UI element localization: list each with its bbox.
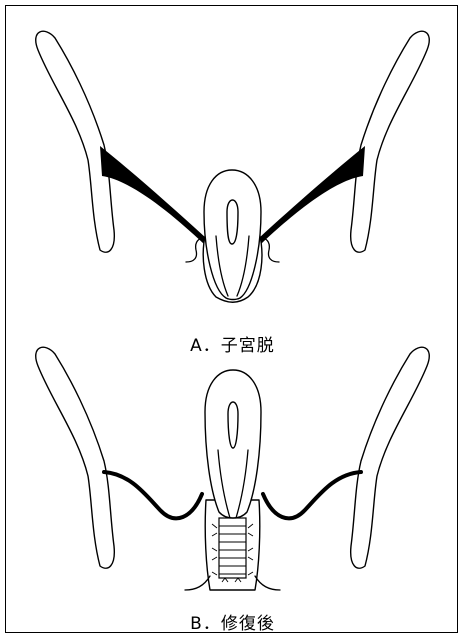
left-ligament: [104, 472, 202, 518]
left-ligament: [100, 146, 206, 244]
left-pelvic-bone: [36, 31, 115, 252]
perineum-right: [255, 576, 280, 590]
uterine-cavity: [228, 402, 238, 448]
uterine-cavity: [227, 200, 238, 244]
right-ligament: [263, 472, 361, 518]
perineum-left: [185, 576, 210, 590]
left-pelvic-bone: [36, 347, 115, 568]
caption-b: B．修復後: [0, 609, 465, 634]
right-ligament: [259, 146, 365, 244]
diagram-uterine-prolapse: [0, 0, 465, 320]
right-pelvic-bone: [351, 31, 430, 252]
right-pelvic-bone: [351, 347, 430, 568]
diagram-after-repair: [0, 322, 465, 612]
